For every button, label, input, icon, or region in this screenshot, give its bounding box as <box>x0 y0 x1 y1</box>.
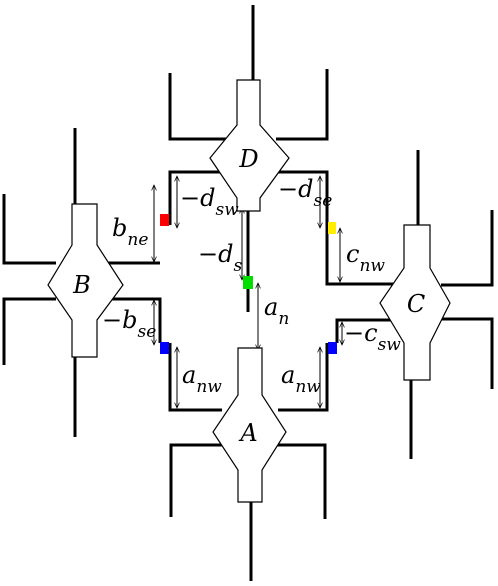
green-marker <box>243 276 253 289</box>
node-c-shape <box>379 224 451 381</box>
blue-marker-right <box>328 342 337 354</box>
dimension-arrows <box>154 176 342 408</box>
label-a-n: an <box>264 293 289 329</box>
node-d-label: D <box>238 145 258 173</box>
node-a-label: A <box>238 419 257 447</box>
label-d-sw: −dsw <box>180 184 239 220</box>
yellow-marker <box>328 222 336 234</box>
node-d-wires <box>168 5 329 312</box>
node-a-shape <box>212 347 287 503</box>
node-a-wires <box>169 443 327 581</box>
label-d-se: −dse <box>278 175 332 211</box>
label-b-ne: bne <box>112 214 148 250</box>
red-marker <box>160 214 169 226</box>
node-b-wires <box>2 128 77 437</box>
node-b-shape <box>47 203 124 358</box>
node-c-label: C <box>407 290 425 318</box>
label-a-nw-right: anw <box>281 361 321 397</box>
node-d-shape <box>209 79 290 212</box>
label-b-se: −bse <box>102 306 156 342</box>
node-b-label: B <box>72 271 91 299</box>
label-d-s: −ds <box>198 240 242 276</box>
label-a-nw-left: anw <box>182 361 222 397</box>
blue-marker-left <box>160 342 169 354</box>
node-c-wires <box>409 150 494 459</box>
inner-loop <box>97 170 393 412</box>
label-c-nw: cnw <box>346 240 385 276</box>
label-c-sw: −csw <box>344 319 401 355</box>
